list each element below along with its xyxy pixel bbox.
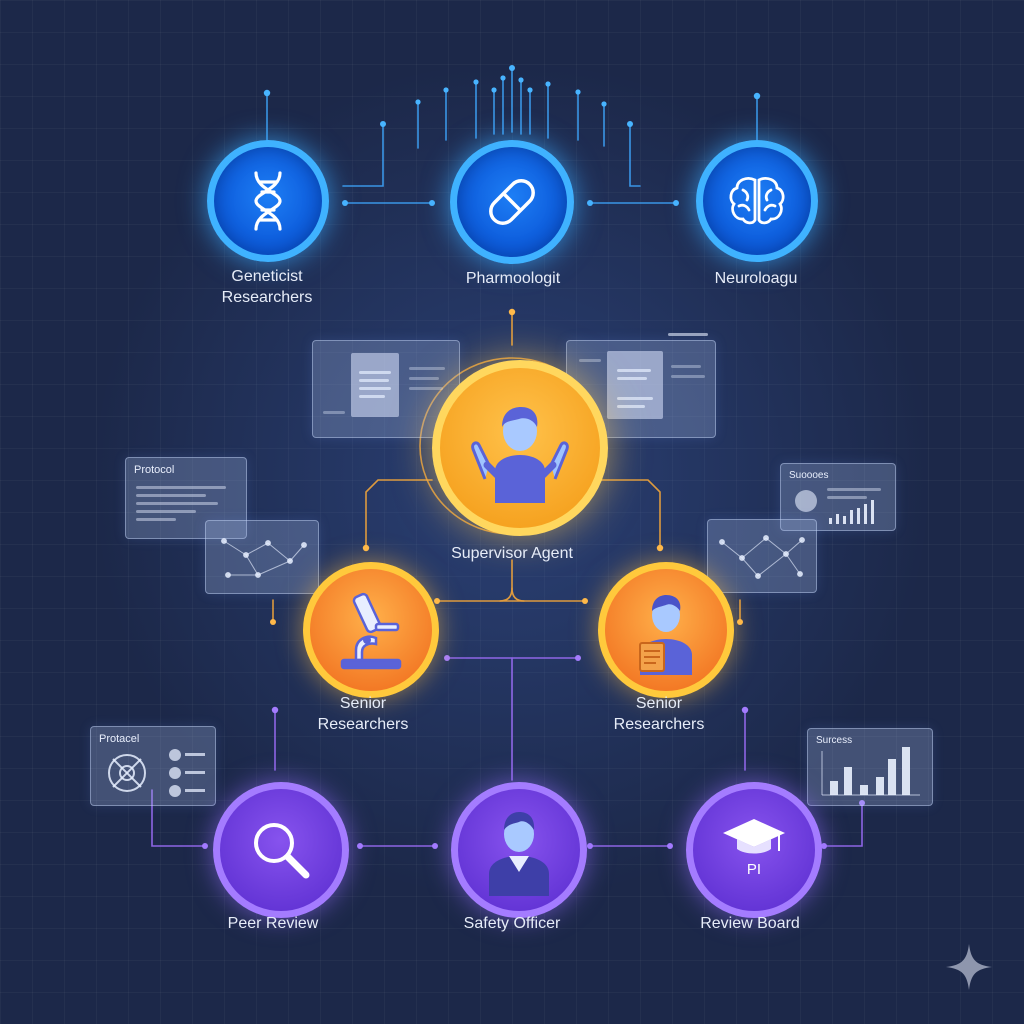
neurologist-node[interactable] <box>696 140 818 262</box>
protocol-panel-left: Protocol <box>125 457 247 539</box>
graduation-cap-icon <box>723 819 785 854</box>
magnifier-icon <box>254 823 310 879</box>
supervisor-agent-node[interactable] <box>432 360 608 536</box>
target-icon <box>108 749 205 797</box>
person-icon <box>471 407 569 503</box>
geneticist-label: Geneticist Researchers <box>221 268 313 306</box>
microscope-icon <box>340 592 402 670</box>
brain-icon <box>729 177 785 225</box>
success-panel-bottom: Surcess <box>807 728 933 806</box>
document-icon <box>607 351 663 419</box>
panel-title: Surcess <box>816 735 853 746</box>
review-board-label: Review Board <box>700 915 800 932</box>
bar-chart-icon <box>829 500 874 524</box>
avatar-icon <box>795 490 817 512</box>
document-panel-right <box>566 340 716 438</box>
sparkle-icon <box>946 944 992 990</box>
senior-researchers-right-label: Senior Researchers <box>613 695 705 733</box>
protocol-panel-bottom: Protacel <box>90 726 216 806</box>
peer-review-node[interactable] <box>213 782 349 918</box>
pharmacologist-node[interactable] <box>450 140 574 264</box>
senior-researchers-right-node[interactable] <box>598 562 734 698</box>
success-panel-top: Suoooes <box>780 463 896 531</box>
network-panel-left <box>205 520 319 594</box>
peer-review-label: Peer Review <box>227 915 319 932</box>
network-graph-icon <box>719 535 805 579</box>
senior-researchers-left-node[interactable] <box>303 562 439 698</box>
supervisor-agent-label: Supervisor Agent <box>451 545 573 562</box>
safety-officer-label: Safety Officer <box>463 915 561 932</box>
researcher-icon <box>639 595 692 675</box>
dna-icon <box>254 171 282 231</box>
document-panel-left <box>312 340 460 438</box>
panel-title: Protocol <box>134 464 175 476</box>
document-icon <box>351 353 399 417</box>
safety-officer-node[interactable] <box>451 782 587 918</box>
review-board-node[interactable]: PI <box>686 782 822 918</box>
geneticist-node[interactable] <box>207 140 329 262</box>
network-panel-right <box>707 519 817 593</box>
review-board-badge: PI <box>746 861 762 878</box>
neurologist-label: Neuroloagu <box>714 270 798 287</box>
bar-chart-icon <box>821 747 920 796</box>
panel-title: Protacel <box>99 733 140 745</box>
panel-title: Suoooes <box>789 470 829 481</box>
pharmacologist-label: Pharmoologit <box>465 270 561 287</box>
pill-icon <box>489 179 535 225</box>
senior-researchers-left-label: Senior Researchers <box>317 695 409 733</box>
officer-icon <box>489 812 549 896</box>
network-graph-icon <box>221 538 307 578</box>
